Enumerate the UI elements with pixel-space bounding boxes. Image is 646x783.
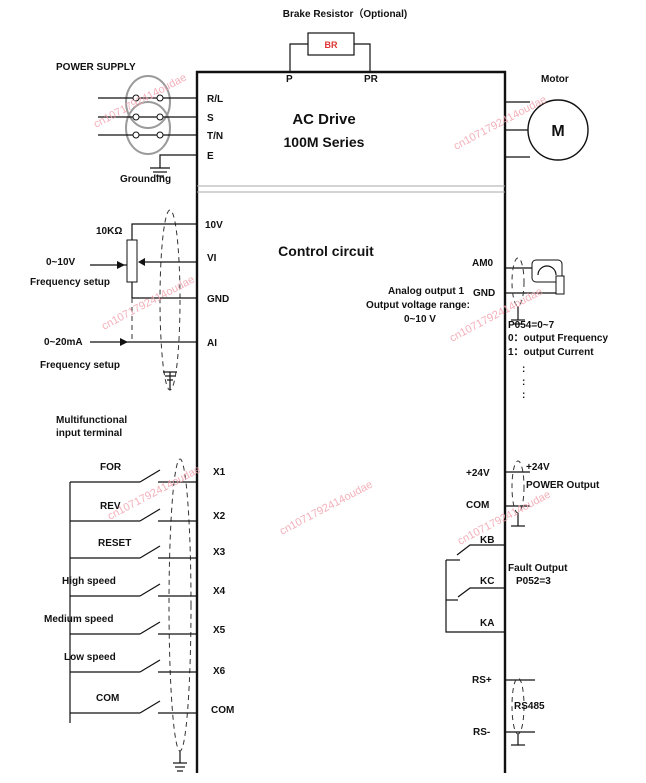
br-lead-pr xyxy=(354,43,371,73)
ext-24v-label: +24V xyxy=(526,462,550,473)
digital-input-title-1: Multifunctional xyxy=(56,415,127,426)
drive-outline xyxy=(195,70,507,773)
terminal-x: X3 xyxy=(213,547,226,558)
terminal-24v: +24V xyxy=(466,468,490,479)
breaker-outline-2 xyxy=(125,101,171,155)
terminal-am0: AM0 xyxy=(472,258,494,269)
terminal-com-out: COM xyxy=(466,500,489,511)
switch-label: REV xyxy=(100,501,121,512)
switch-label: FOR xyxy=(100,462,122,473)
param-p054: P054=0~7 xyxy=(508,320,555,331)
analog-output: AM0 GND Analog output 1 Output voltage r… xyxy=(366,257,608,401)
switch-label: COM xyxy=(96,693,119,704)
analog-inputs: 10KΩ 0~10V Frequency setup 0~20mA Freque… xyxy=(30,209,229,391)
terminal-e: E xyxy=(207,151,214,162)
power-supply: POWER SUPPLY Grounding R/L S T/N E xyxy=(56,62,223,185)
switch-contact xyxy=(139,545,161,559)
power-supply-label: POWER SUPPLY xyxy=(56,62,136,73)
terminal-p: P xyxy=(286,74,293,85)
output-range-value: 0~10 V xyxy=(404,314,436,325)
drive-series: 100M Series xyxy=(284,134,365,150)
power-output: +24V COM +24V POWER Output xyxy=(466,460,600,527)
br-lead-p xyxy=(289,43,308,73)
freq-setup-label-2: Frequency setup xyxy=(40,360,120,371)
switch-label: Medium speed xyxy=(44,614,113,625)
digital-input-title-2: input terminal xyxy=(56,428,122,439)
relay-kb xyxy=(456,544,505,556)
terminal-rl: R/L xyxy=(207,94,223,105)
relay-kc xyxy=(457,587,505,598)
brake-resistor-label: Brake Resistor（Optional) xyxy=(283,7,407,20)
terminal-rs-minus: RS- xyxy=(473,727,490,738)
resistor-label: 10KΩ xyxy=(96,226,122,237)
meter-icon xyxy=(531,259,563,283)
terminal-x: X2 xyxy=(213,511,226,522)
fault-output-label: Fault Output xyxy=(508,563,568,574)
fault-output: KB KC KA Fault Output P052=3 xyxy=(445,535,568,633)
switch-contact xyxy=(139,508,161,522)
voltage-range-label: 0~10V xyxy=(46,257,76,268)
option-ellipsis-2: : xyxy=(522,377,525,388)
control-circuit-title: Control circuit xyxy=(278,243,374,259)
terminal-ai: AI xyxy=(207,338,217,349)
power-output-label: POWER Output xyxy=(526,480,600,491)
motor-icon xyxy=(527,99,589,161)
terminal-ka: KA xyxy=(480,618,494,629)
terminal-10v: 10V xyxy=(205,220,223,231)
freq-setup-label-1: Frequency setup xyxy=(30,277,110,288)
terminal-rs-plus: RS+ xyxy=(472,675,492,686)
terminal-tn: T/N xyxy=(207,131,223,142)
switch-contact xyxy=(139,700,161,714)
drive-body: AC Drive 100M Series Control circuit xyxy=(195,70,507,773)
terminal-x: COM xyxy=(211,705,234,716)
ground-lead xyxy=(159,154,197,168)
grounding-label: Grounding xyxy=(120,174,171,185)
terminal-s: S xyxy=(207,113,214,124)
analog-output-title: Analog output 1 xyxy=(388,286,465,297)
drive-title: AC Drive xyxy=(292,111,355,128)
switch-label: RESET xyxy=(98,538,131,549)
potentiometer xyxy=(126,239,138,283)
terminal-pr: PR xyxy=(364,74,379,85)
current-range-label: 0~20mA xyxy=(44,337,83,348)
motor-label: Motor xyxy=(541,74,569,85)
output-option-0: 0：output Frequency xyxy=(508,333,608,344)
switch-contact xyxy=(139,583,161,597)
breaker-outline xyxy=(125,75,171,129)
brake-resistor: Brake Resistor（Optional) BR P PR xyxy=(283,7,407,85)
br-box-label: BR xyxy=(325,40,338,50)
switch-contact xyxy=(139,659,161,673)
switch-contact xyxy=(139,469,161,483)
option-ellipsis-3: : xyxy=(522,390,525,401)
output-range-label: Output voltage range: xyxy=(366,300,470,311)
terminal-gnd-out: GND xyxy=(473,288,495,299)
terminal-kb: KB xyxy=(480,535,494,546)
terminal-x: X1 xyxy=(213,467,226,478)
watermark-3: cn1071792414oudae xyxy=(100,274,197,333)
relay-ka-wire xyxy=(445,560,505,633)
terminal-x: X5 xyxy=(213,625,226,636)
watermark-5: cn1071792414oudae xyxy=(278,479,375,538)
watermark-1: cn1071792414oudae xyxy=(92,72,189,131)
terminal-x: X4 xyxy=(213,586,226,597)
switch-contact xyxy=(139,621,161,635)
motor-symbol: M xyxy=(551,123,564,140)
terminal-x: X6 xyxy=(213,666,226,677)
motor: Motor M xyxy=(505,74,589,161)
output-option-1: 1：output Current xyxy=(508,347,594,358)
switch-label: Low speed xyxy=(64,652,116,663)
rs485-label: RS485 xyxy=(514,701,545,712)
terminal-vi: VI xyxy=(207,253,217,264)
terminal-gnd-in: GND xyxy=(207,294,229,305)
digital-shield xyxy=(168,458,192,752)
rs485: RS+ RS- RS485 xyxy=(472,675,545,746)
switch-label: High speed xyxy=(62,576,116,587)
option-ellipsis-1: : xyxy=(522,364,525,375)
fault-param: P052=3 xyxy=(516,576,551,587)
terminal-kc: KC xyxy=(480,576,494,587)
wire-10v xyxy=(131,223,197,240)
